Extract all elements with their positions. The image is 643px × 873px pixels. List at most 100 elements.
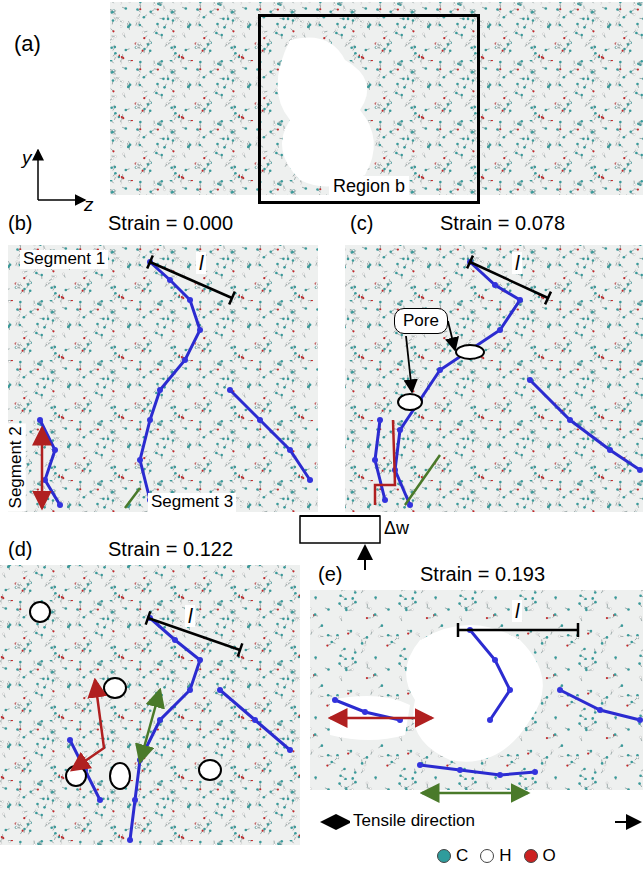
pore-marker (199, 760, 221, 780)
figure-label: (b) (8, 212, 32, 234)
arrow-line (405, 455, 440, 505)
chain-atom (187, 687, 193, 693)
chain-atom (492, 657, 498, 663)
callout-box: Pore (394, 308, 448, 334)
chain-atom (377, 417, 383, 423)
polymer-chain (420, 765, 535, 775)
void (278, 38, 374, 187)
chain-atom (227, 387, 233, 393)
figure-label: Segment 2 (7, 423, 26, 511)
chain-atom (637, 717, 643, 723)
chain-atom (397, 427, 403, 433)
figure-label: Strain = 0.122 (108, 538, 233, 560)
chain-atom (197, 327, 203, 333)
chain-atom (457, 767, 463, 773)
figure-label: Segment 1 (20, 250, 108, 269)
figure-label: l (512, 600, 522, 622)
arrow-line (458, 629, 578, 632)
figure-label: Strain = 0.000 (108, 212, 233, 234)
polymer-chain (230, 390, 310, 480)
arrow-line (577, 623, 580, 637)
arrow-line (229, 292, 235, 305)
chain-atom (532, 769, 538, 775)
chain-atom (437, 367, 443, 373)
arrow-line (615, 821, 640, 823)
chain-atom (487, 717, 493, 723)
polymer-chain (470, 630, 510, 720)
figure-label: Δw (384, 519, 409, 539)
polymer-chain (395, 262, 520, 505)
arrow-line (238, 643, 243, 656)
legend-text: O (543, 846, 556, 866)
chain-atom (497, 327, 503, 333)
arrow-line (467, 256, 473, 269)
atom-field (0, 565, 300, 845)
chain-atom (172, 637, 178, 643)
segment-path (375, 420, 395, 505)
atom-field (310, 590, 643, 790)
chain-atom (217, 687, 223, 693)
pore-marker (398, 394, 422, 410)
chain-atom (362, 709, 368, 715)
figure-label: (c) (350, 212, 373, 234)
arrow-line (38, 199, 85, 201)
chain-atom (567, 417, 573, 423)
chain-atom (382, 497, 388, 503)
polymer-chain (220, 690, 290, 750)
chain-atom (637, 467, 643, 473)
chain-atom (97, 797, 103, 803)
chain-atom (127, 837, 133, 843)
arrow-line (300, 515, 380, 517)
figure-label: l (512, 252, 522, 274)
arrow-line (322, 821, 350, 823)
chain-atom (157, 387, 163, 393)
pore-marker (30, 602, 50, 622)
region-box: Region b (258, 14, 480, 204)
chain-atom (417, 762, 423, 768)
chain-atom (372, 457, 378, 463)
chain-atom (182, 357, 188, 363)
chain-atom (52, 447, 58, 453)
chain-atom (67, 737, 73, 743)
arrow-line (147, 256, 153, 269)
atom-legend: CHO (425, 846, 556, 866)
chain-atom (197, 657, 203, 663)
arrow-line (448, 321, 455, 350)
offset-box (300, 516, 380, 543)
figure-label: l (196, 252, 206, 274)
chain-atom (507, 687, 513, 693)
chain-atom (307, 477, 313, 483)
chain-atom (137, 457, 143, 463)
arrow-line (545, 292, 551, 305)
arrow-line (146, 611, 151, 624)
chain-atom (167, 277, 173, 283)
figure-label: z (84, 195, 94, 216)
arrow-line (470, 262, 548, 298)
chain-atom (57, 502, 63, 508)
chain-atom (332, 697, 338, 703)
legend-text: C (456, 846, 468, 866)
arrow-line (150, 262, 232, 298)
segment-path (72, 680, 104, 770)
chain-atom (147, 417, 153, 423)
chain-atom (492, 282, 498, 288)
pore-marker (66, 766, 86, 786)
chain-atom (287, 447, 293, 453)
arrow-line (125, 488, 140, 508)
chain-atom (517, 297, 523, 303)
figure-label: (e) (318, 563, 342, 585)
arrow-line (140, 690, 160, 762)
polymer-chain (130, 618, 200, 840)
chain-atom (557, 687, 563, 693)
chain-atom (287, 747, 293, 753)
chain-atom (252, 717, 258, 723)
polymer-chain (560, 690, 640, 720)
chain-atom (157, 717, 163, 723)
chain-atom (597, 707, 603, 713)
void (406, 625, 543, 762)
chain-atom (132, 797, 138, 803)
chain-atom (497, 772, 503, 778)
atom-field (8, 245, 318, 512)
chain-atom (187, 297, 193, 303)
